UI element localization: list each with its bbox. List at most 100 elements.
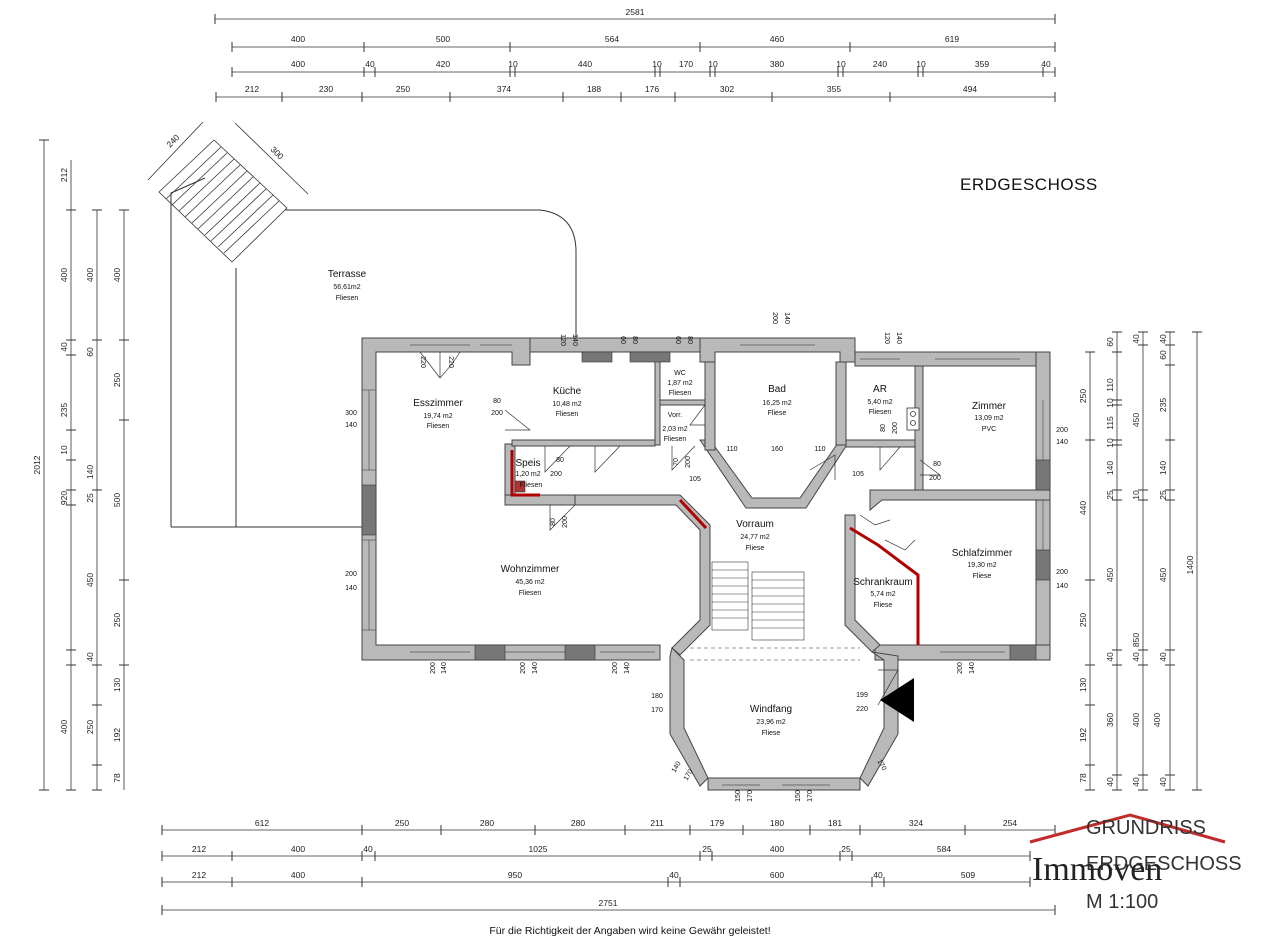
dim-label: 140 bbox=[85, 465, 95, 479]
dim-label: 400 bbox=[59, 268, 69, 282]
dim-label: 170 bbox=[683, 768, 695, 782]
dim-label: 619 bbox=[945, 34, 959, 44]
stamp-line1: GRUNDRISS bbox=[1086, 817, 1206, 839]
dim-label: 10 bbox=[1131, 490, 1141, 500]
dim-label: 250 bbox=[112, 613, 122, 627]
dim-label: 140 bbox=[969, 662, 976, 674]
dim-label: 500 bbox=[112, 493, 122, 507]
entrance-arrow-icon bbox=[880, 678, 914, 722]
dim-label: 200 bbox=[612, 662, 619, 674]
dim-label: 140 bbox=[1056, 583, 1068, 590]
dim-label: 10 bbox=[708, 59, 718, 69]
dim-label: 140 bbox=[895, 332, 902, 344]
room-name: Esszimmer bbox=[413, 398, 463, 409]
dim-label: 80 bbox=[550, 518, 557, 526]
room-bad: Bad 16,25 m2 Fliese bbox=[762, 384, 791, 417]
room-name: WC bbox=[674, 370, 686, 377]
wall-piers bbox=[361, 351, 1051, 661]
room-floor: Fliesen bbox=[336, 295, 359, 302]
dim-label: 70 bbox=[673, 458, 680, 466]
dimension-chains-left bbox=[43, 140, 125, 790]
dim-label: 494 bbox=[963, 84, 977, 94]
dim-label: 192 bbox=[1078, 728, 1088, 742]
dim-label: 420 bbox=[436, 59, 450, 69]
dim-label: 40 bbox=[873, 870, 883, 880]
dim-label: 40 bbox=[1158, 652, 1168, 662]
dim-label: 235 bbox=[1158, 398, 1168, 412]
dim-label: 110 bbox=[1105, 378, 1115, 392]
room-vorraum: Vorraum 24,77 m2 Fliese bbox=[736, 519, 774, 552]
room-name: Schrankraum bbox=[853, 577, 912, 588]
room-area: 2,03 m2 bbox=[662, 426, 687, 433]
room-floor: Fliese bbox=[973, 573, 992, 580]
dimension-chains-top bbox=[215, 18, 1055, 98]
room-area: 56,61m2 bbox=[333, 284, 360, 291]
dim-label: 40 bbox=[1158, 777, 1168, 787]
dim-label: 40 bbox=[669, 870, 679, 880]
room-area: 5,40 m2 bbox=[867, 399, 892, 406]
room-kueche: Küche 10,48 m2 Fliesen bbox=[552, 386, 581, 418]
room-floor: Fliesen bbox=[427, 423, 450, 430]
room-name: Zimmer bbox=[972, 401, 1007, 412]
dim-label: 40 bbox=[1131, 777, 1141, 787]
room-floor: Fliesen bbox=[669, 390, 692, 397]
dim-label: 212 bbox=[192, 844, 206, 854]
dim-label: 440 bbox=[578, 59, 592, 69]
room-name: Schlafzimmer bbox=[952, 548, 1013, 559]
dim-label: 200 bbox=[550, 471, 562, 478]
room-floor: Fliese bbox=[768, 410, 787, 417]
room-name: Windfang bbox=[750, 704, 792, 715]
dim-label: 564 bbox=[605, 34, 619, 44]
dim-label: 80 bbox=[686, 336, 693, 344]
dim-label: 302 bbox=[720, 84, 734, 94]
room-wohnzimmer: Wohnzimmer 45,36 m2 Fliesen bbox=[501, 564, 560, 597]
dim-label: 250 bbox=[1078, 613, 1088, 627]
dim-label: 450 bbox=[1131, 413, 1141, 427]
room-name: Küche bbox=[553, 386, 582, 397]
dimension-labels-bottom: 612 250 280 280 211 179 180 181 324 254 … bbox=[192, 818, 1017, 908]
terrace-stair-length: 300 bbox=[269, 144, 286, 161]
room-floor: PVC bbox=[982, 426, 996, 433]
dim-label: 400 bbox=[85, 268, 95, 282]
room-name: AR bbox=[873, 384, 887, 395]
room-name: Vorraum bbox=[736, 519, 774, 530]
dim-label: 140 bbox=[783, 312, 790, 324]
room-area: 23,96 m2 bbox=[756, 719, 785, 726]
dim-label: 211 bbox=[650, 818, 664, 828]
dim-label: 920 bbox=[59, 491, 69, 505]
room-area: 5,74 m2 bbox=[870, 591, 895, 598]
speis-shelf bbox=[514, 480, 526, 493]
windows bbox=[362, 344, 1044, 786]
dimension-labels-right: 250 440 250 130 192 78 60 110 10 115 10 … bbox=[1078, 334, 1195, 787]
room-name: Vorr. bbox=[668, 412, 682, 419]
dim-label: 400 bbox=[770, 844, 784, 854]
opening-dims: 300 140 220 220 80 200 120 140 60 80 60 … bbox=[345, 312, 1068, 802]
dim-label: 240 bbox=[873, 59, 887, 69]
boiler-icon bbox=[906, 407, 920, 431]
dim-label: 40 bbox=[1105, 777, 1115, 787]
dimension-chains-right bbox=[1089, 332, 1198, 790]
dim-label: 80 bbox=[493, 398, 501, 405]
dim-label: 254 bbox=[1003, 818, 1017, 828]
room-name: Wohnzimmer bbox=[501, 564, 560, 575]
dim-label: 80 bbox=[556, 457, 564, 464]
dim-label: 176 bbox=[645, 84, 659, 94]
dim-label: 130 bbox=[112, 678, 122, 692]
dim-label: 230 bbox=[319, 84, 333, 94]
dim-label: 188 bbox=[587, 84, 601, 94]
dim-label: 40 bbox=[1131, 334, 1141, 344]
dim-label: 40 bbox=[1158, 334, 1168, 344]
room-floor: Fliese bbox=[874, 602, 893, 609]
room-name: Bad bbox=[768, 384, 786, 395]
dim-label: 170 bbox=[651, 707, 663, 714]
dim-label: 40 bbox=[59, 342, 69, 352]
dim-label: 40 bbox=[363, 844, 373, 854]
dim-label: 200 bbox=[1056, 569, 1068, 576]
room-name: Speis bbox=[515, 458, 540, 469]
dim-label: 212 bbox=[59, 168, 69, 182]
dim-label: 60 bbox=[85, 347, 95, 357]
dim-label: 40 bbox=[85, 652, 95, 662]
dim-label: 250 bbox=[396, 84, 410, 94]
dim-label: 180 bbox=[770, 818, 784, 828]
dim-label: 120 bbox=[883, 332, 890, 344]
